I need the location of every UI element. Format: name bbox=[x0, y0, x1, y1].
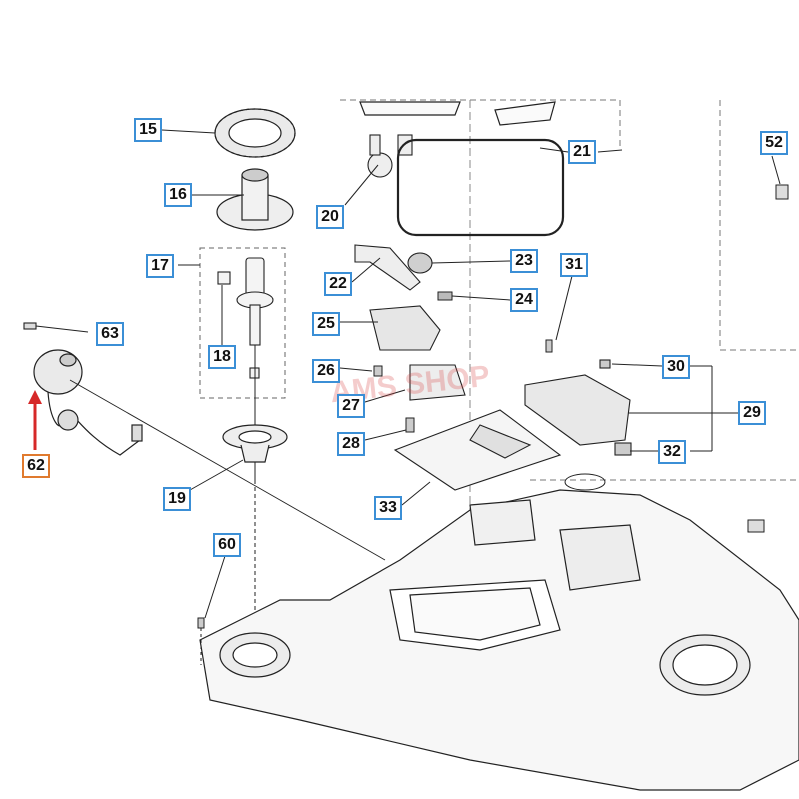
callout-23[interactable]: 23 bbox=[510, 249, 538, 273]
top-cover-fragment bbox=[359, 101, 556, 126]
charging-module bbox=[524, 359, 632, 456]
switch-25 bbox=[369, 305, 441, 351]
clip-20 bbox=[367, 134, 413, 178]
callout-17[interactable]: 17 bbox=[146, 254, 174, 278]
callout-24[interactable]: 24 bbox=[510, 288, 538, 312]
callout-62[interactable]: 62 bbox=[22, 454, 50, 478]
screw-26 bbox=[373, 365, 383, 377]
callout-26[interactable]: 26 bbox=[312, 359, 340, 383]
gasket-ring bbox=[564, 473, 606, 491]
callout-15[interactable]: 15 bbox=[134, 118, 162, 142]
callout-60[interactable]: 60 bbox=[213, 533, 241, 557]
callout-52[interactable]: 52 bbox=[760, 131, 788, 155]
screw-63 bbox=[23, 322, 89, 333]
board-33 bbox=[393, 409, 562, 491]
highlight-arrow bbox=[28, 390, 42, 450]
gasket-seal bbox=[396, 138, 565, 237]
callout-28[interactable]: 28 bbox=[337, 432, 365, 456]
leader-lines bbox=[161, 129, 781, 619]
callout-19[interactable]: 19 bbox=[163, 487, 191, 511]
callout-32[interactable]: 32 bbox=[658, 440, 686, 464]
screw-28 bbox=[405, 417, 415, 433]
motor-shaft-assembly bbox=[217, 257, 274, 379]
shaft-flange bbox=[216, 168, 294, 231]
screw-31 bbox=[545, 339, 553, 353]
callout-25[interactable]: 25 bbox=[312, 312, 340, 336]
callout-21[interactable]: 21 bbox=[568, 140, 596, 164]
callout-29[interactable]: 29 bbox=[738, 401, 766, 425]
bracket-27 bbox=[409, 364, 466, 401]
callout-31[interactable]: 31 bbox=[560, 253, 588, 277]
callout-30[interactable]: 30 bbox=[662, 355, 690, 379]
callout-18[interactable]: 18 bbox=[208, 345, 236, 369]
cap-with-cable bbox=[33, 349, 143, 456]
part-clip-right bbox=[747, 519, 765, 533]
main-chassis bbox=[199, 489, 799, 791]
callout-27[interactable]: 27 bbox=[337, 394, 365, 418]
slider-22 bbox=[354, 244, 421, 291]
callout-63[interactable]: 63 bbox=[96, 322, 124, 346]
callout-16[interactable]: 16 bbox=[164, 183, 192, 207]
gear-23 bbox=[407, 252, 433, 274]
callout-22[interactable]: 22 bbox=[324, 272, 352, 296]
assembly-17-group-box bbox=[199, 247, 286, 399]
screw-60 bbox=[197, 617, 205, 629]
height-adjust-ring bbox=[214, 108, 296, 158]
part-52 bbox=[775, 184, 789, 200]
callout-33[interactable]: 33 bbox=[374, 496, 402, 520]
spring-24 bbox=[437, 291, 453, 301]
callout-20[interactable]: 20 bbox=[316, 205, 344, 229]
bushing bbox=[222, 424, 288, 463]
